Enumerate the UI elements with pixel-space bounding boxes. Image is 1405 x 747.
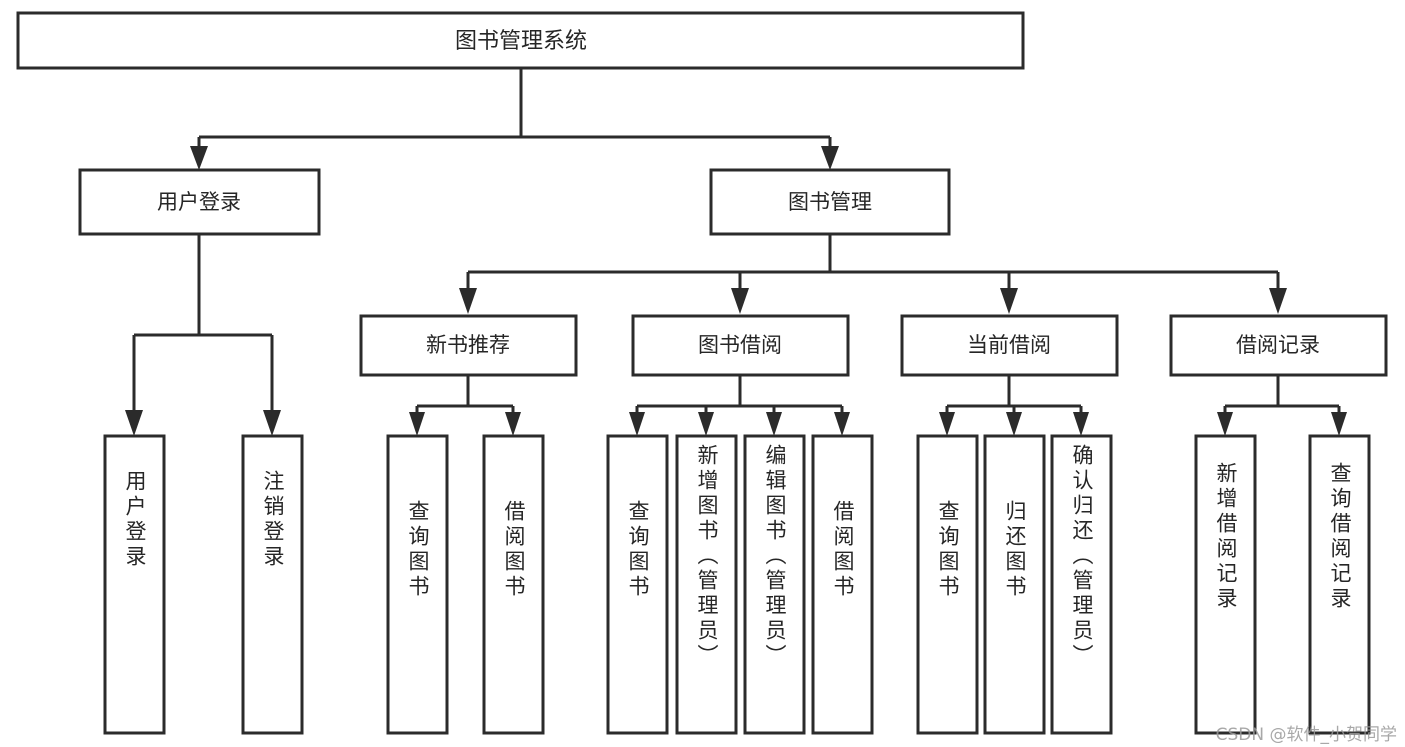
node-user-login-label: 用户登录	[157, 190, 241, 214]
leaf-box-bb-add-book[interactable]	[675, 434, 738, 735]
arrow-leaf-bb-query	[629, 412, 645, 436]
arrow-leaf-logout	[263, 410, 281, 436]
arrow-leaf-cb-query	[939, 412, 955, 436]
arrow-leaf-bb-borrow	[834, 412, 850, 436]
node-new-book-recommend-box[interactable]	[359, 314, 578, 377]
edges-group	[125, 68, 1347, 436]
arrow-leaf-bb-add	[698, 412, 714, 436]
node-new-book-recommend[interactable]: 新书推荐	[359, 314, 578, 377]
arrow-leaf-br-add	[1217, 412, 1233, 436]
leaf-box-newbook-query-book[interactable]	[386, 434, 449, 735]
node-user-login-box[interactable]	[78, 168, 321, 236]
arrow-leaf-newbook-query	[409, 412, 425, 436]
arrow-leaf-bb-edit	[766, 412, 782, 436]
node-book-borrow-box[interactable]	[631, 314, 850, 377]
leaf-box-bb-query-book[interactable]	[606, 434, 669, 735]
node-book-management-label: 图书管理	[788, 190, 872, 214]
node-book-borrow[interactable]: 图书借阅	[631, 314, 850, 377]
leaf-box-user-login[interactable]	[103, 434, 166, 735]
arrow-leaf-user-login	[125, 410, 143, 436]
leaf-box-br-add-record[interactable]	[1194, 434, 1257, 735]
node-borrow-record-box[interactable]	[1169, 314, 1388, 377]
csdn-watermark: CSDN @软件_小贺同学	[1215, 725, 1397, 745]
leaf-box-cb-confirm-return[interactable]	[1050, 434, 1113, 735]
arrow-to-book-borrow	[731, 288, 749, 314]
node-root-system-box[interactable]	[16, 11, 1025, 70]
leaf-box-bb-borrow-book[interactable]	[811, 434, 874, 735]
node-new-book-recommend-label: 新书推荐	[426, 333, 510, 357]
arrow-to-borrow-record	[1269, 288, 1287, 314]
node-book-borrow-label: 图书借阅	[698, 333, 782, 357]
arrow-leaf-cb-confirm	[1073, 412, 1089, 436]
arrow-to-new-book	[459, 288, 477, 314]
arrow-leaf-newbook-borrow	[505, 412, 521, 436]
leaf-box-bb-edit-book[interactable]	[743, 434, 806, 735]
node-borrow-record[interactable]: 借阅记录	[1169, 314, 1388, 377]
node-borrow-record-label: 借阅记录	[1236, 333, 1320, 357]
node-root-system-label: 图书管理系统	[455, 29, 587, 54]
node-current-borrow[interactable]: 当前借阅	[900, 314, 1119, 377]
leaf-box-br-query-record[interactable]	[1308, 434, 1371, 735]
arrow-to-book-mgmt	[821, 146, 839, 170]
node-current-borrow-box[interactable]	[900, 314, 1119, 377]
node-book-management-box[interactable]	[709, 168, 951, 236]
arrow-leaf-cb-return	[1006, 412, 1022, 436]
node-user-login[interactable]: 用户登录	[78, 168, 321, 236]
node-current-borrow-label: 当前借阅	[967, 333, 1051, 357]
arrow-to-user-login	[190, 146, 208, 170]
arrow-to-current-borrow	[1000, 288, 1018, 314]
leaf-box-cb-query-book[interactable]	[916, 434, 979, 735]
node-book-management[interactable]: 图书管理	[709, 168, 951, 236]
arrow-leaf-br-query	[1331, 412, 1347, 436]
leaf-box-cb-return-book[interactable]	[983, 434, 1046, 735]
node-root-system[interactable]: 图书管理系统	[16, 11, 1025, 70]
leaf-box-logout[interactable]	[241, 434, 304, 735]
leaf-box-newbook-borrow-book[interactable]	[482, 434, 545, 735]
